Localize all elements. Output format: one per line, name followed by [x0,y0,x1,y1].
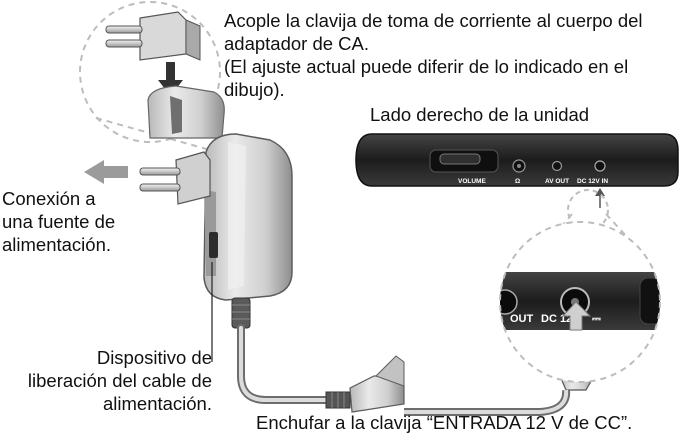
attach-plug-line-4: dibujo). [224,79,285,100]
dc-zoom-circle: OUT DC 12 ⎓ [499,221,661,383]
power-cable [237,324,405,413]
release-device-line-2: liberación del cable de [27,370,212,391]
attach-plug-line-3: (El ajuste actual puede diferir de lo in… [224,56,629,77]
power-connection-line-2: una fuente de [2,211,116,232]
dc-in-label: DC 12V IN [577,178,608,185]
release-device-line-1: Dispositivo de [96,347,212,368]
euro-plug-icon [105,11,201,61]
right-side-title: Lado derecho de la unidad [370,104,590,125]
power-connection-line-3: alimentación. [2,234,112,255]
attach-plug-line-2: adaptador de CA. [224,33,370,54]
zoom-dc-symbol: ⎓ [592,313,601,325]
av-out-label: AV OUT [545,178,569,185]
zoom-out-label: OUT [510,313,534,325]
power-connection-line-1: Conexión a [2,188,96,209]
headphone-label: Ω [515,178,520,185]
plug-in-instruction: Enchufar a la clavija “ENTRADA 12 V de C… [256,412,633,433]
attach-plug-line-1: Acople la clavija de toma de corriente a… [224,10,643,31]
volume-label: VOLUME [458,178,486,185]
release-device-line-3: alimentación. [102,393,212,414]
left-arrow-icon [84,160,128,184]
ac-adapter-icon [139,133,293,329]
device-right-side: VOLUME Ω AV OUT DC 12V IN [355,133,679,187]
adapter-top-zoom [147,85,225,139]
up-arrow-icon [561,301,592,331]
